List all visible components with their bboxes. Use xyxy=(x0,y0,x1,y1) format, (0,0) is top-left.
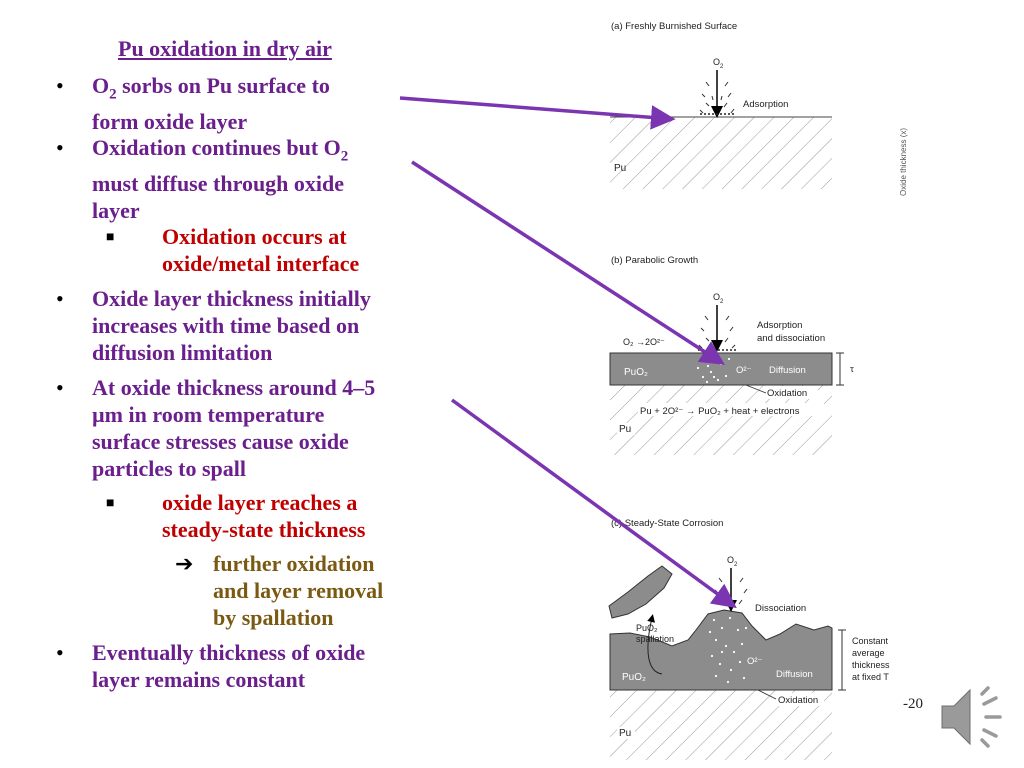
puo2-spall-label2: spallation xyxy=(636,634,674,644)
pu-label-c: Pu xyxy=(619,728,631,739)
connector-arrow-3 xyxy=(450,398,737,609)
sub-bullet-4a: ■ oxide layer reaches a steady-state thi… xyxy=(106,490,366,542)
o2minus-label-b: O²⁻ xyxy=(736,365,752,376)
bullet-marker: • xyxy=(56,73,64,98)
bullet-4: • At oxide thickness around 4–5 µm in ro… xyxy=(56,375,376,481)
panel-c: (c) Steady-State Corrosion PuO₂ spallati… xyxy=(608,518,890,760)
o2minus-label-c: O²⁻ xyxy=(747,656,763,667)
bullet-marker: • xyxy=(56,640,64,665)
slide-number: -20 xyxy=(903,696,923,712)
panel-a: (a) Freshly Burnished Surface Pu O2 Adso… xyxy=(610,21,908,196)
constant-label3: thickness xyxy=(852,660,890,670)
speaker-icon[interactable] xyxy=(938,684,1008,750)
panel-b-title: (b) Parabolic Growth xyxy=(611,255,698,266)
o2-label-a: O2 xyxy=(713,57,724,70)
oxidation-label-b: Oxidation xyxy=(767,388,807,399)
slide-title: Pu oxidation in dry air xyxy=(118,36,332,61)
bullet-marker: • xyxy=(56,135,64,160)
diffusion-label-c: Diffusion xyxy=(776,669,813,680)
pu-label-a: Pu xyxy=(614,163,626,174)
sub-bullet-2a: ■ Oxidation occurs at oxide/metal interf… xyxy=(106,224,360,276)
puo2-spall-label1: PuO₂ xyxy=(636,623,658,633)
bullet-2: • Oxidation continues but O2 must diffus… xyxy=(56,135,349,224)
connector-arrow-2 xyxy=(411,160,725,365)
bullet-1: • O2 sorbs on Pu surface to form oxide l… xyxy=(56,73,330,135)
puo2-label-b: PuO₂ xyxy=(624,367,648,378)
diffusion-label-b: Diffusion xyxy=(769,365,806,376)
bullet-5: • Eventually thickness of oxide layer re… xyxy=(56,640,366,692)
pu-metal-a xyxy=(610,117,832,189)
adsorption-label-b1: Adsorption xyxy=(757,320,802,331)
constant-label4: at fixed T xyxy=(852,672,889,682)
adsorption-dashes xyxy=(699,81,735,114)
constant-label2: average xyxy=(852,648,885,658)
sub-bullet-4b: ➔ further oxidation and layer removal by… xyxy=(175,551,384,630)
oxide-layer-c xyxy=(609,609,833,691)
panel-c-title: (c) Steady-State Corrosion xyxy=(611,518,723,529)
spalled-flake xyxy=(608,565,673,619)
constant-label1: Constant xyxy=(852,636,889,646)
connector-arrow-1 xyxy=(399,96,676,130)
adsorption-label-b2: and dissociation xyxy=(757,333,825,344)
connector-arrows xyxy=(399,96,737,609)
reaction-top-b: O₂ →2O²⁻ xyxy=(623,337,665,347)
puo2-label-c: PuO₂ xyxy=(622,672,646,683)
panel-a-title: (a) Freshly Burnished Surface xyxy=(611,21,737,32)
bullet-marker: • xyxy=(56,375,64,400)
panel-b: (b) Parabolic Growth PuO₂ O²⁻ Diffusion … xyxy=(609,255,854,455)
arrow-marker-icon: ➔ xyxy=(175,551,194,576)
axis-cut-label: Oxide thickness (x) xyxy=(899,128,908,196)
dissociation-label: Dissociation xyxy=(755,603,806,614)
square-marker: ■ xyxy=(106,496,115,511)
o2-label-c: O2 xyxy=(727,555,738,568)
adsorption-label: Adsorption xyxy=(743,99,788,110)
tau-label: τ xyxy=(850,364,854,375)
pu-label-b: Pu xyxy=(619,424,631,435)
diffusion-dots-c xyxy=(708,616,748,684)
oxidation-label-c: Oxidation xyxy=(778,695,818,706)
spallation-arrow xyxy=(647,614,663,675)
square-marker: ■ xyxy=(106,230,115,245)
bullet-marker: • xyxy=(56,286,64,311)
bullet-3: • Oxide layer thickness initially increa… xyxy=(56,286,371,365)
reaction-equation-b: Pu + 2O²⁻ → PuO₂ + heat + electrons xyxy=(640,406,800,417)
o2-label-b: O2 xyxy=(713,292,724,305)
